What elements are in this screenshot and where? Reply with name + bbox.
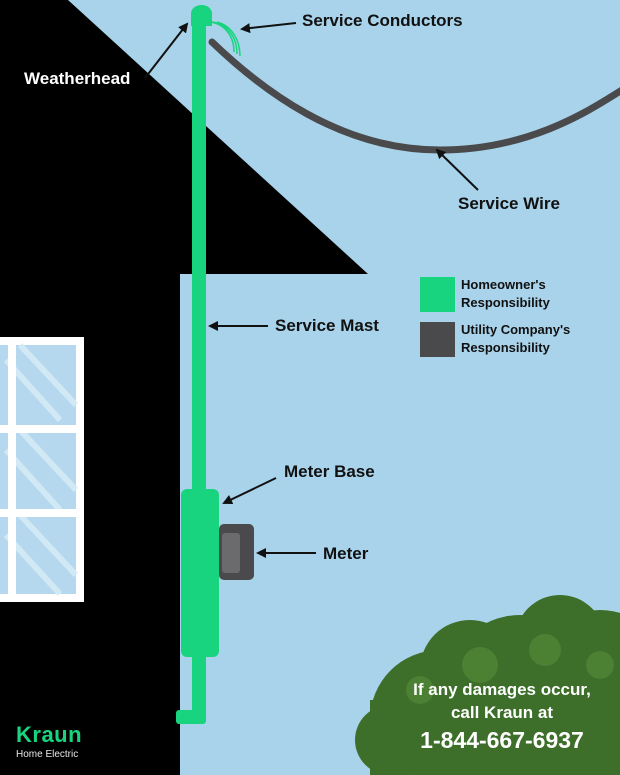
weatherhead-shape	[191, 5, 212, 26]
legend-label-utility: Utility Company's Responsibility	[461, 322, 571, 355]
house-roof	[0, 0, 368, 274]
label-meter-base: Meter Base	[284, 462, 375, 481]
label-service-mast: Service Mast	[275, 316, 379, 335]
bush-highlights	[406, 634, 614, 704]
cta-line-2: call Kraun at	[450, 703, 554, 722]
label-service-wire: Service Wire	[458, 194, 560, 213]
brand-subtitle: Home Electric	[16, 749, 79, 760]
legend-swatch-utility	[420, 322, 455, 357]
label-weatherhead: Weatherhead	[24, 69, 131, 88]
arrow-service-conductors	[240, 22, 297, 34]
arrow-weatherhead	[144, 22, 189, 79]
label-service-conductors: Service Conductors	[302, 11, 463, 30]
cta-line-1: If any damages occur,	[413, 680, 591, 699]
meter	[219, 524, 254, 580]
arrow-service-wire	[435, 148, 479, 191]
brand-name: Kraun	[16, 722, 83, 747]
label-meter: Meter	[323, 544, 369, 563]
house-window	[0, 337, 84, 602]
brand-logo: Kraun Home Electric	[16, 722, 82, 760]
service-wire-line	[208, 38, 620, 154]
legend-label-homeowner: Homeowner's Responsibility	[461, 277, 550, 310]
cta-phone: 1-844-667-6937	[420, 727, 584, 753]
legend-swatch-homeowner	[420, 277, 455, 312]
meter-base	[181, 489, 219, 657]
mast-elbow	[176, 710, 206, 724]
arrow-meter-base	[222, 477, 277, 505]
